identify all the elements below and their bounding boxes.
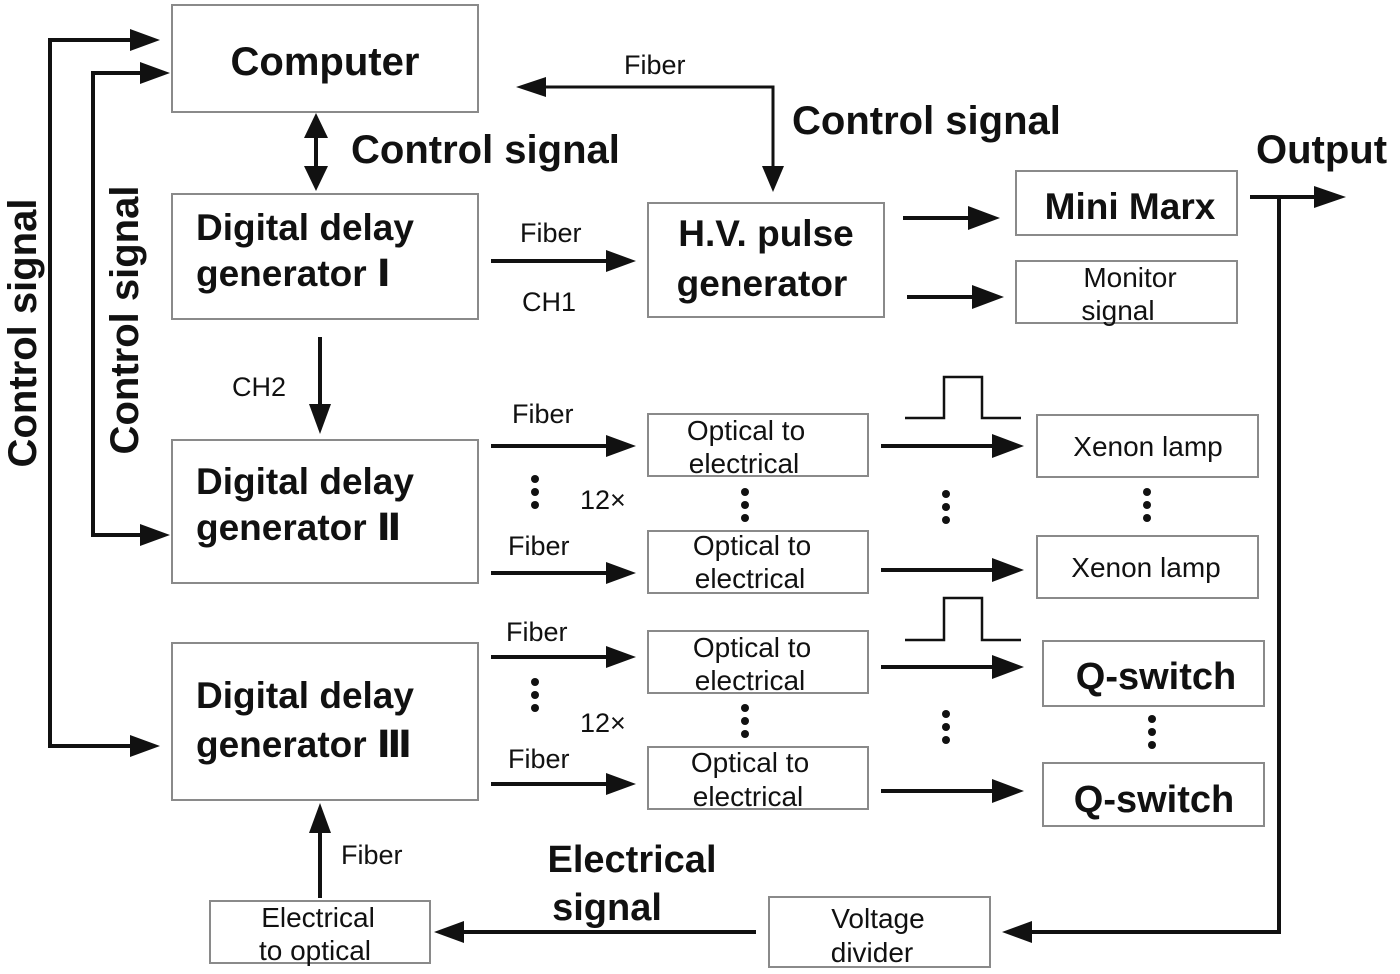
control-signal-inner-label: Control signal	[103, 186, 147, 455]
xenon1-label: Xenon lamp	[1073, 431, 1222, 462]
fiber-ddg3-a-label: Fiber	[506, 617, 568, 647]
monitor-label-line2: signal	[1081, 295, 1154, 326]
ellipsis-icon	[1143, 488, 1151, 522]
q-switch-box-1: Q-switch	[1042, 640, 1265, 707]
electrical-to-optical-box: Electrical to optical	[209, 900, 431, 966]
control-signal-computer-label: Control signal	[351, 128, 620, 172]
hv-to-minimarx-arrow	[903, 206, 1000, 230]
voltage-divider-label-line1: Voltage	[831, 903, 924, 934]
fiber-ddg3-b-label: Fiber	[508, 744, 570, 774]
ellipsis-icon	[942, 710, 950, 744]
outer-control-loop	[48, 29, 160, 757]
output-arrow	[1250, 186, 1346, 208]
electrical-signal-label-line1: Electrical	[548, 839, 717, 881]
voltage-divider-box: Voltage divider	[768, 896, 991, 968]
mini-marx-box: Mini Marx	[1015, 170, 1238, 236]
ellipsis-icon	[531, 475, 539, 509]
e2o-to-ddg3-arrow	[309, 803, 331, 898]
o2e1-label-line2: electrical	[689, 448, 799, 479]
count-ddg2-label: 12×	[580, 485, 626, 515]
computer-label: Computer	[231, 40, 420, 84]
ellipsis-icon	[942, 490, 950, 524]
control-signal-hv-label: Control signal	[792, 99, 1061, 143]
xenon-lamp-box-1: Xenon lamp	[1036, 414, 1259, 478]
mini-marx-label: Mini Marx	[1045, 186, 1216, 227]
digital-delay-generator-2-box: Digital delay generator Ⅱ	[171, 439, 479, 584]
voltage-divider-to-e2o-arrow	[434, 921, 756, 943]
optical-to-electrical-box-1: Optical to electrical	[647, 413, 869, 479]
ddg1-to-ddg2-arrow	[309, 337, 331, 434]
optical-to-electrical-box-2: Optical to electrical	[647, 530, 869, 594]
ddg2-label-line2: generator Ⅱ	[196, 507, 401, 548]
o2e4-to-qswitch2-arrow	[881, 779, 1024, 803]
pulse-waveform-icon	[905, 375, 1021, 420]
o2e1-label-line1: Optical to	[687, 415, 805, 446]
ddg1-label-line2: generator Ⅰ	[196, 253, 391, 294]
o2e4-label-line2: electrical	[693, 781, 803, 812]
o2e4-label-line1: Optical to	[691, 747, 809, 778]
ddg2-to-o2e2-arrow	[491, 562, 636, 584]
o2e3-to-qswitch1-arrow	[881, 655, 1024, 679]
ch2-label: CH2	[232, 372, 286, 402]
o2e3-label-line1: Optical to	[693, 632, 811, 663]
fiber-bottom-label: Fiber	[341, 840, 403, 870]
optical-to-electrical-box-4: Optical to electrical	[647, 746, 869, 812]
ellipsis-icon	[741, 704, 749, 738]
hv-pulse-generator-box: H.V. pulse generator	[647, 202, 885, 318]
monitor-signal-box: Monitor signal	[1015, 260, 1238, 326]
output-to-voltage-divider-connector	[1002, 199, 1281, 943]
ellipsis-icon	[1148, 715, 1156, 749]
e2o-label-line2: to optical	[259, 935, 371, 966]
fiber-ddg1-label: Fiber	[520, 218, 582, 248]
o2e1-to-xenon1-arrow	[881, 434, 1024, 458]
hv-pulse-label-line2: generator	[677, 263, 848, 304]
pulse-waveform-icon	[905, 596, 1021, 642]
electrical-signal-label-line2: signal	[552, 887, 662, 929]
ddg3-label-line2: generator Ⅲ	[196, 724, 412, 765]
optical-to-electrical-box-3: Optical to electrical	[647, 630, 869, 696]
fiber-ddg2-b-label: Fiber	[508, 531, 570, 561]
o2e2-to-xenon2-arrow	[881, 558, 1024, 582]
inner-control-loop	[91, 62, 170, 546]
ellipsis-icon	[531, 678, 539, 712]
o2e2-label-line2: electrical	[695, 563, 805, 594]
xenon-lamp-box-2: Xenon lamp	[1036, 535, 1259, 599]
ddg3-label-line1: Digital delay	[196, 675, 414, 716]
computer-box: Computer	[171, 4, 479, 113]
fiber-computer-hv-connector	[516, 77, 784, 192]
fiber-ddg2-a-label: Fiber	[512, 399, 574, 429]
o2e2-label-line1: Optical to	[693, 530, 811, 561]
ddg2-label-line1: Digital delay	[196, 461, 414, 502]
hv-to-monitor-arrow	[907, 285, 1004, 309]
fiber-top-label: Fiber	[624, 50, 686, 80]
qswitch2-label: Q-switch	[1074, 779, 1234, 821]
e2o-label-line1: Electrical	[261, 902, 375, 933]
o2e3-label-line2: electrical	[695, 665, 805, 696]
voltage-divider-label-line2: divider	[831, 937, 913, 968]
xenon2-label: Xenon lamp	[1071, 552, 1220, 583]
ellipsis-icon	[741, 488, 749, 522]
control-signal-outer-label: Control signal	[1, 199, 45, 468]
count-ddg3-label: 12×	[580, 708, 626, 738]
ddg2-to-o2e1-arrow	[491, 435, 636, 457]
hv-pulse-label-line1: H.V. pulse	[678, 213, 853, 254]
monitor-label-line1: Monitor	[1083, 262, 1176, 293]
ddg1-label-line1: Digital delay	[196, 207, 414, 248]
q-switch-box-2: Q-switch	[1042, 762, 1265, 827]
ddg1-to-hv-arrow	[491, 250, 636, 272]
digital-delay-generator-3-box: Digital delay generator Ⅲ	[171, 642, 479, 801]
qswitch1-label: Q-switch	[1076, 656, 1236, 698]
output-label: Output	[1256, 128, 1387, 172]
digital-delay-generator-1-box: Digital delay generator Ⅰ	[171, 193, 479, 320]
ddg3-to-o2e3-arrow	[491, 646, 636, 668]
computer-ddg1-double-arrow	[304, 113, 328, 191]
ch1-label: CH1	[522, 287, 576, 317]
ddg3-to-o2e4-arrow	[491, 773, 636, 795]
